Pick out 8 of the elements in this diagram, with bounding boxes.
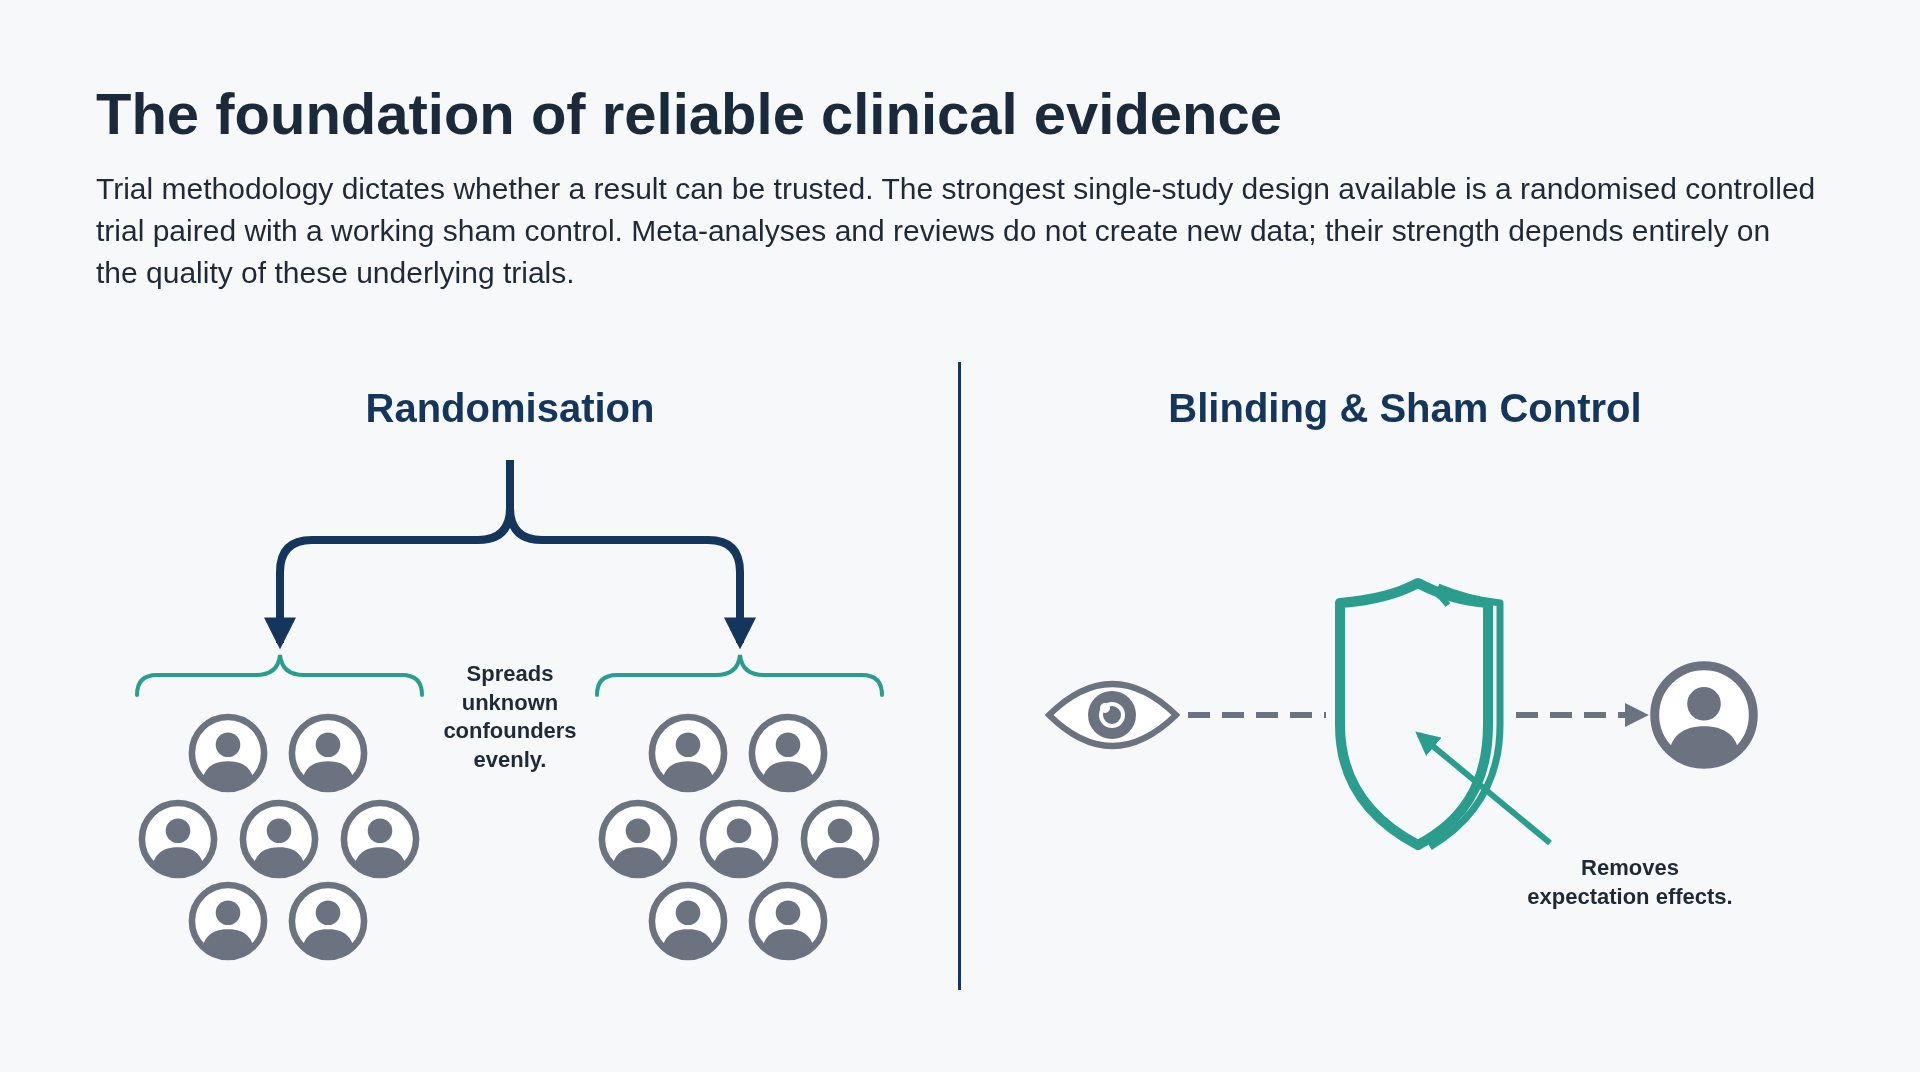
annotation-text: Spreads unknown confounders evenly. [442,660,578,774]
callout-text: Removes expectation effects. [1526,854,1734,911]
intro-paragraph: Trial methodology dictates whether a result can be trusted. The strongest single-study design available is a randomised controlled trial paired with a working sham control. Meta-analyses and reviews do not create new data; their strength depends entirely on the quality of these underlying trials. [96,171,1816,291]
arrow [1415,731,1552,846]
dashed-arrow [1516,703,1649,727]
title: The foundation of reliable clinical evidence [96,80,1283,148]
section-heading: Randomisation [365,385,655,432]
section-heading: Blinding & Sham Control [1167,385,1643,432]
